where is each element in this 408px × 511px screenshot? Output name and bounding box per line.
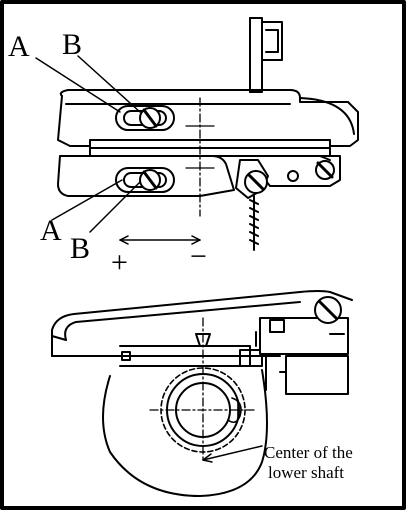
leader-a-bottom xyxy=(51,179,123,221)
leader-b-bottom xyxy=(89,181,141,233)
bed-plate xyxy=(51,290,353,357)
label-a-bottom: A xyxy=(40,214,62,247)
top-bracket xyxy=(249,17,263,93)
side-block xyxy=(259,317,349,355)
label-a-top: A xyxy=(8,30,30,63)
caption-leader xyxy=(202,445,263,461)
caption-line-2: lower shaft xyxy=(268,463,344,482)
label-plus: + xyxy=(111,246,128,279)
top-view xyxy=(35,17,359,251)
label-minus: − xyxy=(190,240,207,273)
spring xyxy=(249,195,259,251)
leader-b-top xyxy=(77,55,141,113)
cam-disk xyxy=(102,369,268,497)
side-view xyxy=(51,290,353,497)
leader-a-top xyxy=(35,57,121,113)
label-b-top: B xyxy=(62,28,82,61)
lower-plate xyxy=(57,155,235,197)
caption-line-1: Center of the xyxy=(264,443,353,462)
label-b-bottom: B xyxy=(70,232,90,265)
